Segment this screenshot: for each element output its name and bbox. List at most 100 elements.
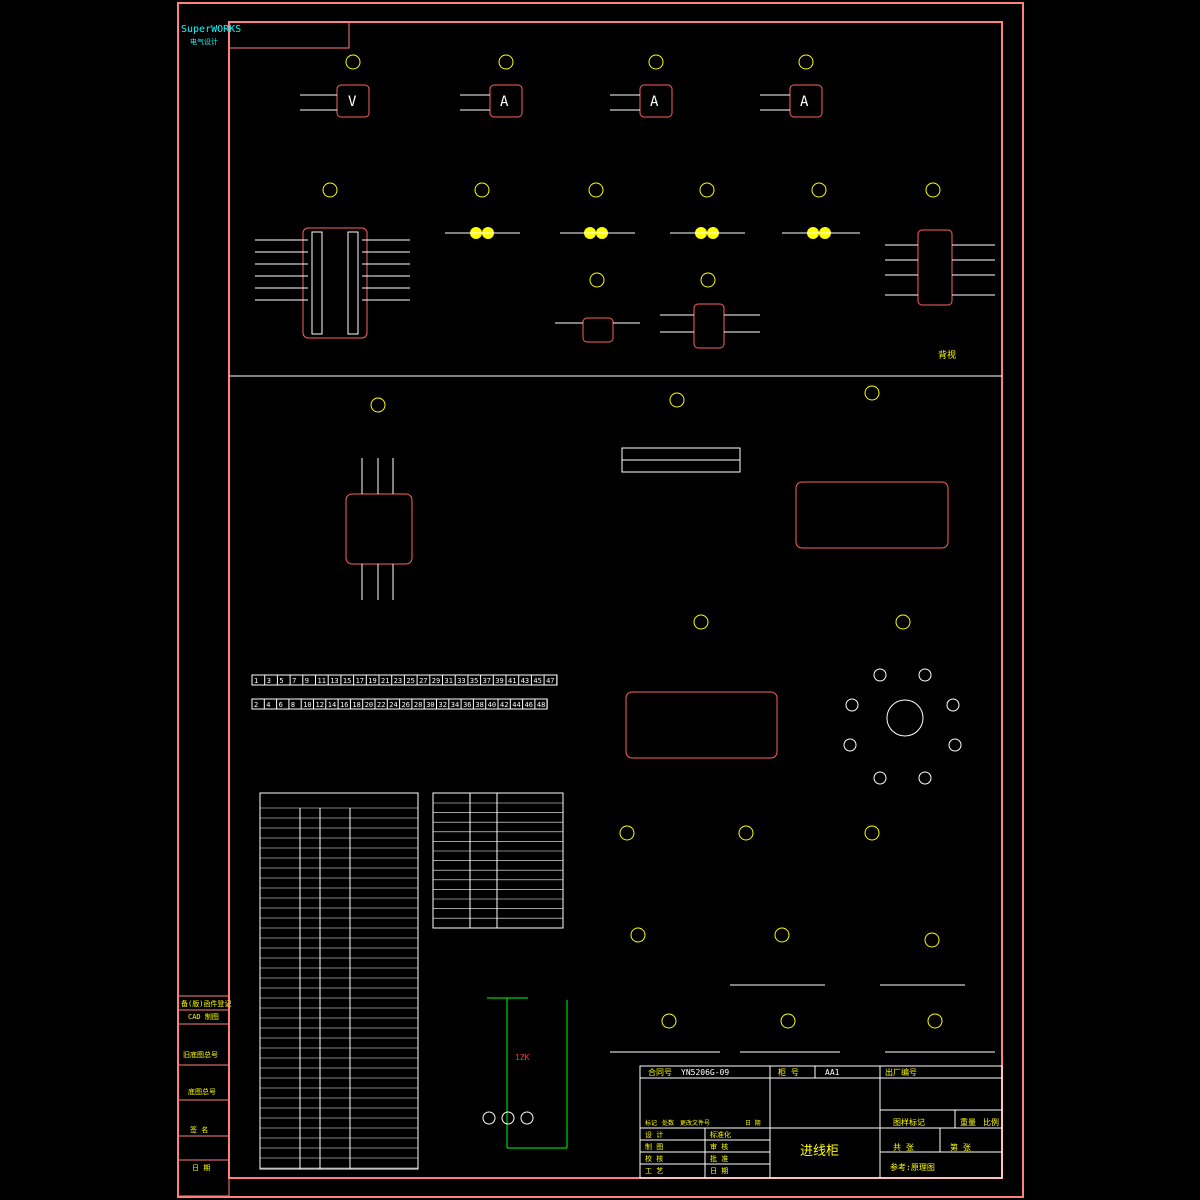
terminal-number-top: 13 bbox=[330, 677, 338, 685]
svg-text:V: V bbox=[348, 94, 357, 110]
terminal-number-top: 43 bbox=[521, 677, 529, 685]
title-row-4: 工 艺 bbox=[645, 1167, 663, 1175]
fig-no-label: 柜 号 bbox=[778, 1067, 799, 1077]
contract-no-label: 合同号 bbox=[648, 1067, 672, 1077]
side-label-2: CAD 制图 bbox=[188, 1012, 219, 1021]
terminal-number-bottom: 4 bbox=[266, 701, 270, 709]
meter-ammeter-a: A bbox=[460, 54, 523, 118]
terminal-number-top: 47 bbox=[546, 677, 554, 685]
terminal-number-top: 41 bbox=[508, 677, 516, 685]
side-label-5: 签 名 bbox=[190, 1125, 208, 1134]
rotary-switch bbox=[843, 614, 962, 785]
side-label-3: 旧底图总号 bbox=[183, 1050, 218, 1059]
relay-1zk-label: 1ZK bbox=[515, 1053, 530, 1062]
terminal-number-bottom: 34 bbox=[451, 701, 459, 709]
fig-no-value: AA1 bbox=[825, 1068, 840, 1077]
wiring-table-left bbox=[259, 792, 419, 1170]
title-row-1: 设 计 bbox=[645, 1130, 663, 1139]
terminal-number-top: 37 bbox=[483, 677, 491, 685]
meter-voltmeter: V bbox=[300, 54, 370, 118]
back-view-label: 背视 bbox=[938, 349, 956, 361]
title-mid-3: 批 准 bbox=[710, 1154, 728, 1163]
terminal-number-bottom: 20 bbox=[365, 701, 373, 709]
title-row-2: 制 图 bbox=[645, 1142, 663, 1151]
terminal-number-bottom: 26 bbox=[402, 701, 410, 709]
title-block bbox=[639, 1065, 1003, 1179]
terminal-number-top: 27 bbox=[419, 677, 427, 685]
logo-text: SuperWORKS bbox=[181, 24, 241, 35]
side-label-4: 底图总号 bbox=[188, 1087, 216, 1096]
multi-terminal-module bbox=[255, 182, 410, 339]
svg-text:A: A bbox=[650, 94, 659, 110]
relay-module-8pin bbox=[795, 385, 949, 549]
svg-text:A: A bbox=[500, 94, 509, 110]
terminal-number-bottom: 24 bbox=[389, 701, 397, 709]
drawing-title: 进线柜 bbox=[800, 1144, 839, 1159]
change-row-1: 标记 bbox=[645, 1119, 657, 1127]
terminal-number-top: 9 bbox=[305, 677, 309, 685]
drawing-mark-label: 图样标记 bbox=[893, 1117, 925, 1127]
change-row-2: 处数 bbox=[662, 1119, 674, 1127]
terminal-number-top: 35 bbox=[470, 677, 478, 685]
change-row-3: 更改文件号 bbox=[680, 1119, 710, 1127]
scale-label: 比例 bbox=[983, 1117, 999, 1127]
meter-ammeter-c: A bbox=[760, 54, 823, 118]
terminal-number-top: 25 bbox=[406, 677, 414, 685]
power-circuit bbox=[482, 997, 568, 1149]
terminal-number-top: 45 bbox=[533, 677, 541, 685]
logo-subtext: 电气设计 bbox=[190, 37, 218, 46]
change-row-4: 日 期 bbox=[745, 1119, 761, 1127]
terminal-number-bottom: 8 bbox=[291, 701, 295, 709]
weight-label: 重量 bbox=[960, 1117, 976, 1127]
title-mid-4: 日 期 bbox=[710, 1167, 728, 1175]
terminal-number-top: 15 bbox=[343, 677, 351, 685]
side-label-1: 备(版)函件登记 bbox=[181, 999, 231, 1008]
factory-no-label: 出厂编号 bbox=[885, 1067, 917, 1077]
terminal-number-bottom: 2 bbox=[254, 701, 258, 709]
terminal-number-top: 1 bbox=[254, 677, 258, 685]
terminal-number-top: 21 bbox=[381, 677, 389, 685]
terminal-number-top: 11 bbox=[318, 677, 326, 685]
terminal-number-bottom: 30 bbox=[426, 701, 434, 709]
terminal-number-top: 31 bbox=[445, 677, 453, 685]
terminal-number-bottom: 10 bbox=[303, 701, 311, 709]
terminal-number-top: 7 bbox=[292, 677, 296, 685]
indicator-lamps bbox=[445, 182, 860, 239]
terminal-number-bottom: 48 bbox=[537, 701, 545, 709]
terminal-number-bottom: 18 bbox=[352, 701, 360, 709]
outer-frame bbox=[177, 2, 1024, 1198]
sheet-number: 第 张 bbox=[950, 1142, 971, 1152]
title-mid-1: 标准化 bbox=[710, 1130, 731, 1139]
terminal-number-top: 3 bbox=[267, 677, 271, 685]
terminal-number-top: 19 bbox=[368, 677, 376, 685]
switch-module-3pole bbox=[345, 397, 413, 600]
small-relays bbox=[555, 272, 760, 349]
terminal-number-top: 33 bbox=[457, 677, 465, 685]
sheet-total: 共 张 bbox=[893, 1143, 914, 1152]
terminal-number-bottom: 28 bbox=[414, 701, 422, 709]
terminal-number-top: 39 bbox=[495, 677, 503, 685]
terminal-number-bottom: 42 bbox=[500, 701, 508, 709]
terminal-number-bottom: 16 bbox=[340, 701, 348, 709]
terminal-number-bottom: 38 bbox=[475, 701, 483, 709]
terminal-number-bottom: 12 bbox=[316, 701, 324, 709]
side-strip: 备(版)函件登记 CAD 制图 旧底图总号 底图总号 签 名 日 期 bbox=[177, 995, 231, 1197]
title-row-3: 校 核 bbox=[645, 1154, 663, 1163]
terminal-number-bottom: 22 bbox=[377, 701, 385, 709]
terminal-number-bottom: 40 bbox=[488, 701, 496, 709]
contract-no-value: YN5206G-09 bbox=[681, 1068, 729, 1077]
terminal-number-top: 5 bbox=[279, 677, 283, 685]
svg-text:A: A bbox=[800, 94, 809, 110]
side-label-6: 日 期 bbox=[192, 1164, 210, 1172]
terminal-number-bottom: 36 bbox=[463, 701, 471, 709]
terminal-number-top: 29 bbox=[432, 677, 440, 685]
terminal-number-top: 17 bbox=[356, 677, 364, 685]
terminal-number-bottom: 6 bbox=[279, 701, 283, 709]
multifunction-meter bbox=[621, 392, 741, 473]
meter-ammeter-b: A bbox=[610, 54, 673, 118]
terminal-number-bottom: 32 bbox=[439, 701, 447, 709]
inner-frame bbox=[228, 21, 1003, 1179]
corner-box bbox=[228, 21, 350, 49]
coil-relays bbox=[610, 825, 995, 1053]
